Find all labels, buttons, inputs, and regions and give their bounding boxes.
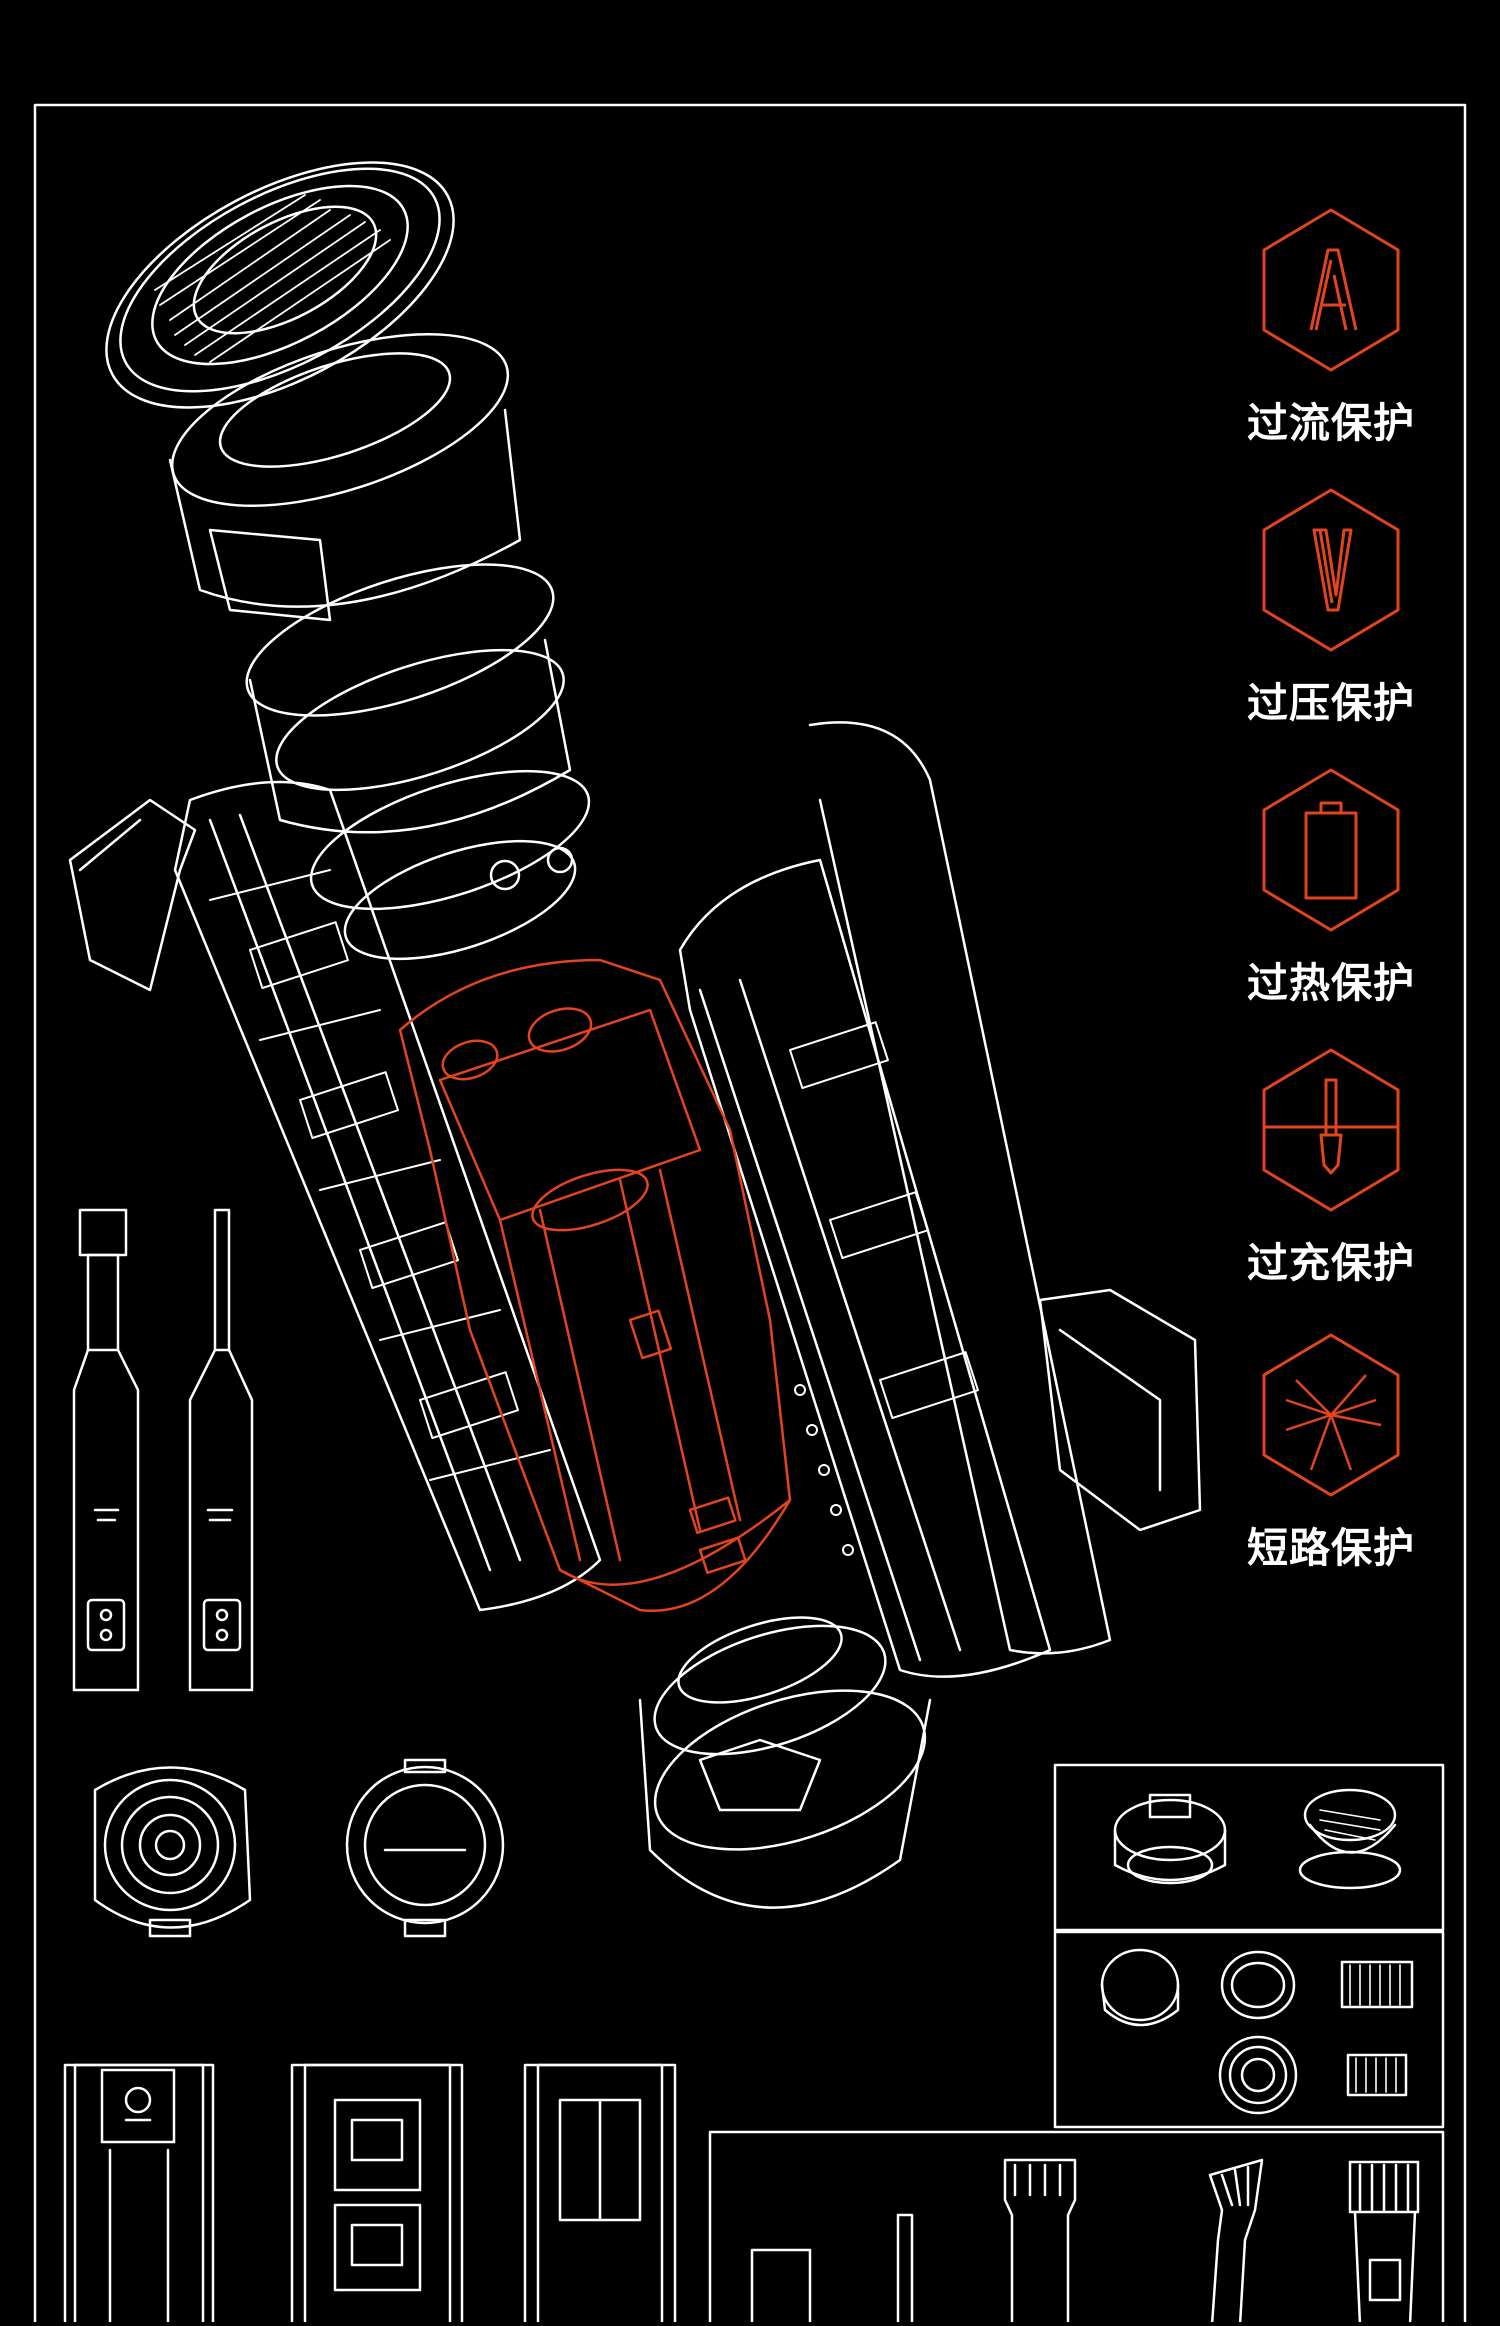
dust-cup-drawing [168, 332, 591, 961]
battery-pack-drawing [398, 958, 792, 1613]
feature-label: 过压保护 [1247, 679, 1415, 727]
battery-front-view-drawing [63, 2063, 215, 2326]
battery-side-view-drawing [290, 2063, 464, 2326]
outer-frame [33, 103, 1467, 2326]
battery-back-view-drawing [523, 2063, 677, 2326]
feature-overcurrent: 过流保护 [1236, 205, 1426, 449]
filter-cap-drawing [105, 161, 455, 409]
voltage-v-icon [1262, 488, 1400, 652]
feature-label: 过充保护 [1247, 1239, 1415, 1287]
feature-overheat: 过热保护 [1236, 765, 1426, 1009]
feature-overvoltage: 过压保护 [1236, 485, 1426, 729]
feature-short-circuit: 短路保护 [1236, 1330, 1426, 1574]
feature-label: 过流保护 [1247, 399, 1415, 447]
round-filter-drawing [93, 1766, 252, 1938]
feature-overcharge: 过充保护 [1236, 1045, 1426, 1289]
current-a-icon [1262, 208, 1400, 372]
accessory-panel-middle [1053, 1930, 1445, 2129]
motor-base-drawing [638, 1616, 932, 1909]
crevice-tool-right-drawing [188, 1208, 254, 1692]
accessory-panel-bottom [708, 2130, 1445, 2326]
charge-plug-icon [1262, 1048, 1400, 1212]
accessory-panel-top [1053, 1763, 1445, 1932]
right-shell-drawing [678, 721, 1202, 1678]
feature-label: 短路保护 [1247, 1524, 1415, 1572]
left-shell-drawing [68, 780, 602, 1612]
short-circuit-icon [1262, 1333, 1400, 1497]
round-cover-drawing [345, 1758, 505, 1938]
crevice-tool-left-drawing [72, 1208, 140, 1692]
feature-label: 过热保护 [1247, 959, 1415, 1007]
battery-heat-icon [1262, 768, 1400, 932]
